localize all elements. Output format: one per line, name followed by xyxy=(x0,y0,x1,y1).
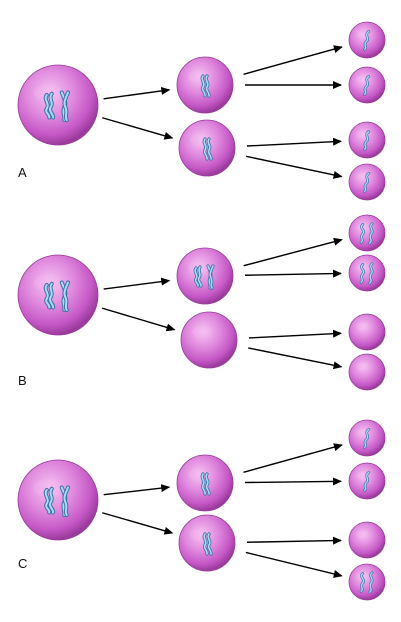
panel-label-b: B xyxy=(18,373,27,388)
parent-cell-a-membrane xyxy=(17,64,99,146)
arrow-c-daughter-to-gamete-1 xyxy=(243,443,343,473)
daughter-cell-c-1 xyxy=(176,454,234,512)
gamete-cell-a-4-chromosomes xyxy=(363,172,371,193)
gamete-cell-c-4-chromosomes xyxy=(359,571,374,594)
daughter-cell-c-1-chromosomes xyxy=(200,472,211,496)
gamete-cell-a-3-chromosomes xyxy=(363,130,371,151)
parent-cell-a-chromosomes xyxy=(43,90,70,122)
parent-cell-b-membrane xyxy=(17,254,99,336)
arrow-b-parent-to-daughter-1 xyxy=(103,277,171,290)
gamete-cell-b-4 xyxy=(348,353,386,391)
arrow-a-parent-to-daughter-2 xyxy=(102,117,174,140)
parent-cell-c-membrane xyxy=(17,459,99,541)
gamete-cell-a-4 xyxy=(348,163,386,201)
arrow-c-parent-to-daughter-2 xyxy=(102,512,174,535)
gamete-cell-b-2-membrane xyxy=(348,254,386,292)
arrow-b-daughter-to-gamete-2 xyxy=(244,269,343,278)
gamete-cell-b-3 xyxy=(348,313,386,351)
gamete-cell-a-2 xyxy=(348,66,386,104)
gamete-cell-b-2 xyxy=(348,254,386,292)
gamete-cell-b-3-membrane xyxy=(348,313,386,351)
arrow-b-daughter-to-gamete-4 xyxy=(248,347,343,370)
arrow-b-daughter-to-gamete-1 xyxy=(243,237,343,267)
daughter-cell-a-1-chromosomes xyxy=(200,74,211,98)
arrow-b-daughter-to-gamete-3 xyxy=(248,329,343,339)
gamete-cell-a-1-chromosomes xyxy=(363,30,371,51)
arrows xyxy=(101,45,343,578)
parent-cell-b-chromosomes xyxy=(43,280,70,312)
parent-cell-a xyxy=(17,64,99,146)
gamete-cell-c-4-membrane xyxy=(348,563,386,601)
arrow-c-parent-to-daughter-1 xyxy=(103,484,171,496)
gamete-cell-a-1 xyxy=(348,21,386,59)
arrow-a-daughter-to-gamete-1 xyxy=(243,45,343,75)
gamete-cell-b-1 xyxy=(348,214,386,252)
gamete-cell-c-3-membrane xyxy=(348,521,386,559)
daughter-cell-a-1 xyxy=(176,56,234,114)
gamete-cell-a-3 xyxy=(348,121,386,159)
daughter-cell-a-2-chromosomes xyxy=(202,137,213,161)
gamete-cell-c-2 xyxy=(348,462,386,500)
gamete-cell-c-1-chromosomes xyxy=(363,428,371,449)
parent-cell-c-chromosomes xyxy=(43,485,70,517)
arrow-c-daughter-to-gamete-4 xyxy=(245,551,343,578)
arrow-a-daughter-to-gamete-3 xyxy=(246,137,343,147)
gamete-cell-c-4 xyxy=(348,563,386,601)
gamete-cell-a-2-chromosomes xyxy=(363,75,371,96)
gamete-cell-b-4-membrane xyxy=(348,353,386,391)
daughter-cell-b-2 xyxy=(180,311,238,369)
daughter-cell-a-2 xyxy=(178,119,236,177)
gamete-cell-b-1-chromosomes xyxy=(359,222,374,245)
gamete-cell-c-3 xyxy=(348,521,386,559)
panel-label-c: C xyxy=(18,556,27,571)
arrow-a-parent-to-daughter-1 xyxy=(103,86,171,100)
daughter-cell-b-1 xyxy=(176,247,234,305)
parent-cell-b xyxy=(17,254,99,336)
daughter-cell-b-1-chromosomes xyxy=(193,264,215,290)
gamete-cell-c-1 xyxy=(348,419,386,457)
cells xyxy=(17,21,386,601)
parent-cell-c xyxy=(17,459,99,541)
arrow-c-daughter-to-gamete-3 xyxy=(246,536,343,545)
daughter-cell-c-2 xyxy=(178,514,236,572)
arrow-c-daughter-to-gamete-2 xyxy=(244,477,343,486)
arrow-b-parent-to-daughter-2 xyxy=(101,307,176,332)
gamete-cell-b-2-chromosomes xyxy=(359,262,374,285)
daughter-cell-b-1-membrane xyxy=(176,247,234,305)
gamete-cell-b-1-membrane xyxy=(348,214,386,252)
gamete-cell-c-2-chromosomes xyxy=(363,471,371,492)
daughter-cell-b-2-membrane xyxy=(180,311,238,369)
arrow-a-daughter-to-gamete-4 xyxy=(245,155,343,179)
panel-label-a: A xyxy=(18,165,27,180)
daughter-cell-c-2-chromosomes xyxy=(202,532,213,556)
